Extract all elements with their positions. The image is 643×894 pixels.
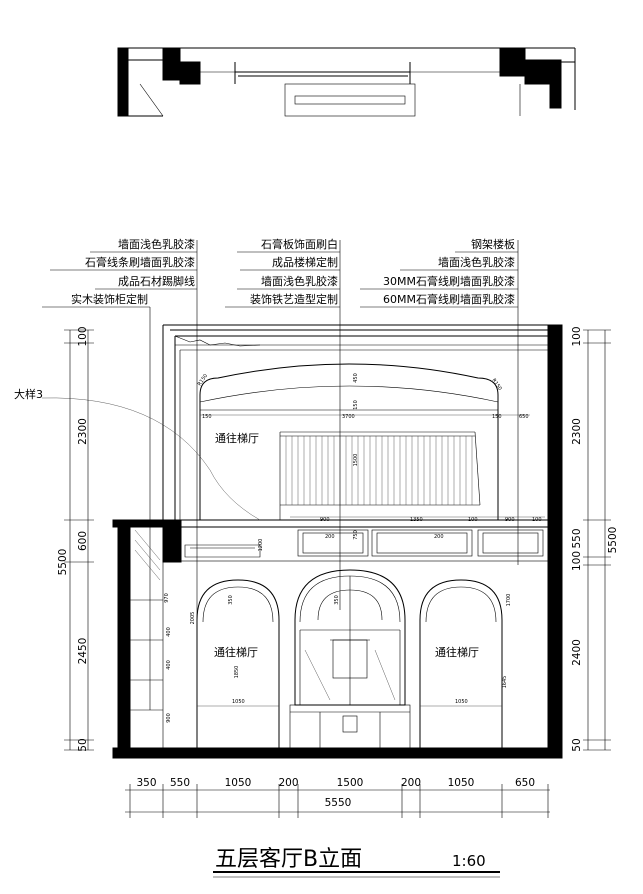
- bottom-dim-segment: 200: [278, 777, 298, 789]
- dim-mid-150b: 150: [492, 414, 502, 420]
- inner-vertical-dim: 1850: [234, 666, 240, 679]
- bottom-dim-segment: 1050: [225, 777, 252, 789]
- callout-mid-2: 成品楼梯定制: [272, 255, 338, 269]
- bottom-dim-segment: 650: [515, 777, 535, 789]
- inner-vertical-dim: 970: [164, 593, 170, 603]
- central-window: [294, 569, 406, 706]
- right-dim-segment: 2300: [571, 418, 583, 445]
- detail-callout: 大样3: [14, 387, 261, 521]
- dim-band-100: 100: [468, 517, 478, 523]
- right-dimension-chain: 100 2300 550 100 2400 50 5500: [571, 326, 619, 751]
- room-label-lower-left: 通往梯厅: [214, 645, 258, 659]
- left-dim-segment: 600: [77, 531, 89, 551]
- room-label-upper: 通往梯厅: [215, 431, 259, 445]
- left-dim-segment: 100: [77, 326, 89, 346]
- dim-mid-150: 150: [202, 414, 212, 420]
- callout-right-2: 墙面浅色乳胶漆: [438, 255, 515, 269]
- title-scale: 1:60: [452, 852, 486, 870]
- left-dim-total: 5500: [57, 549, 69, 576]
- dim-band-100b: 100: [532, 517, 542, 523]
- stair-railing: [279, 431, 481, 520]
- inner-vertical-dim: 1200: [258, 539, 264, 552]
- inner-vertical-dim: 350: [334, 595, 340, 605]
- dim-band-1350: 1350: [410, 517, 423, 523]
- upper-opening: R150 R150 通往梯厅: [197, 363, 503, 520]
- drawing-title: 五层客厅B立面 1:60: [213, 847, 500, 878]
- left-dim-segment: 50: [77, 738, 89, 751]
- callout-right-3: 30MM石膏线刷墙面乳胶漆: [383, 274, 515, 288]
- inner-vertical-dim: 750: [353, 530, 359, 540]
- title-main: 五层客厅B立面: [215, 847, 362, 872]
- left-dim-segment: 2300: [77, 418, 89, 445]
- plan-fragment: [117, 47, 576, 117]
- callout-right-4: 60MM石膏线刷墙面乳胶漆: [383, 292, 515, 306]
- bottom-dim-segment: 1500: [337, 777, 364, 789]
- dim-mid-650: 650: [519, 414, 529, 420]
- callout-left-3: 成品石材踢脚线: [118, 274, 195, 288]
- inner-vertical-dim: 900: [166, 713, 172, 723]
- dim-w-1050-left: 1050: [232, 699, 245, 705]
- inner-vertical-dim: 450: [353, 373, 359, 383]
- right-dim-segment: 100: [571, 326, 583, 346]
- lower-arch-left: 通往梯厅: [196, 579, 280, 748]
- bottom-dim-segment: 350: [136, 777, 156, 789]
- inner-vertical-dim: 150: [353, 400, 359, 410]
- panel-band: [180, 526, 549, 562]
- bottom-dim-segment: 200: [401, 777, 421, 789]
- left-dimension-chain: 100 2300 600 2450 50 5500: [57, 326, 94, 752]
- detail-label: 大样3: [14, 387, 43, 401]
- dim-w-1050-right: 1050: [455, 699, 468, 705]
- bottom-dim-total: 5550: [325, 797, 352, 809]
- right-dim-total: 5500: [607, 527, 619, 554]
- right-dim-segment: 550: [571, 528, 583, 548]
- dim-band-900: 900: [320, 517, 330, 523]
- right-dim-segment: 100: [571, 551, 583, 571]
- sideboard: [289, 704, 411, 749]
- dim-band-900b: 900: [505, 517, 515, 523]
- inner-vertical-dim: 1700: [506, 594, 512, 607]
- room-label-lower-right: 通往梯厅: [435, 645, 479, 659]
- callouts-middle: 石膏板饰面刷白 成品楼梯定制 墙面浅色乳胶漆 装饰铁艺造型定制: [225, 237, 341, 610]
- callout-left-1: 墙面浅色乳胶漆: [118, 237, 195, 251]
- inner-vertical-dim: 350: [228, 595, 234, 605]
- right-dim-segment: 2400: [571, 639, 583, 666]
- callout-left-2: 石膏线条刷墙面乳胶漆: [85, 255, 195, 269]
- inner-dims: 150 3700 650 150 900 1350 100 900 100 20…: [164, 373, 545, 723]
- inner-vertical-dim: 1500: [353, 454, 359, 467]
- dim-band-200b: 200: [434, 534, 444, 540]
- callout-right-1: 钢架楼板: [471, 237, 515, 251]
- inner-vertical-dim: 400: [166, 627, 172, 637]
- right-dim-segment: 50: [571, 738, 583, 751]
- callouts-right: 钢架楼板 墙面浅色乳胶漆 30MM石膏线刷墙面乳胶漆 60MM石膏线刷墙面乳胶漆: [360, 237, 519, 565]
- callout-mid-1: 石膏板饰面刷白: [261, 237, 338, 251]
- lower-arch-right: 通往梯厅: [419, 579, 503, 748]
- cabinet-left: [129, 526, 164, 749]
- bottom-dim-segment: 1050: [448, 777, 475, 789]
- dim-mid-3700: 3700: [342, 414, 355, 420]
- left-dim-segment: 2450: [77, 638, 89, 665]
- dim-band-200: 200: [325, 534, 335, 540]
- inner-vertical-dim: 1645: [502, 676, 508, 689]
- bottom-dimension-chain: 350 550 1050 200 1500 200 1050 650 5550: [125, 777, 550, 818]
- inner-vertical-dim: 400: [166, 660, 172, 670]
- inner-vertical-dim: 2005: [190, 612, 196, 625]
- callout-left-4: 实木装饰柜定制: [71, 292, 148, 306]
- elevation-frame: [112, 324, 563, 759]
- radius-label-right: R150: [490, 378, 502, 392]
- callout-mid-4: 装饰铁艺造型定制: [250, 292, 338, 306]
- bottom-dim-segment: 550: [170, 777, 190, 789]
- callout-mid-3: 墙面浅色乳胶漆: [261, 274, 338, 288]
